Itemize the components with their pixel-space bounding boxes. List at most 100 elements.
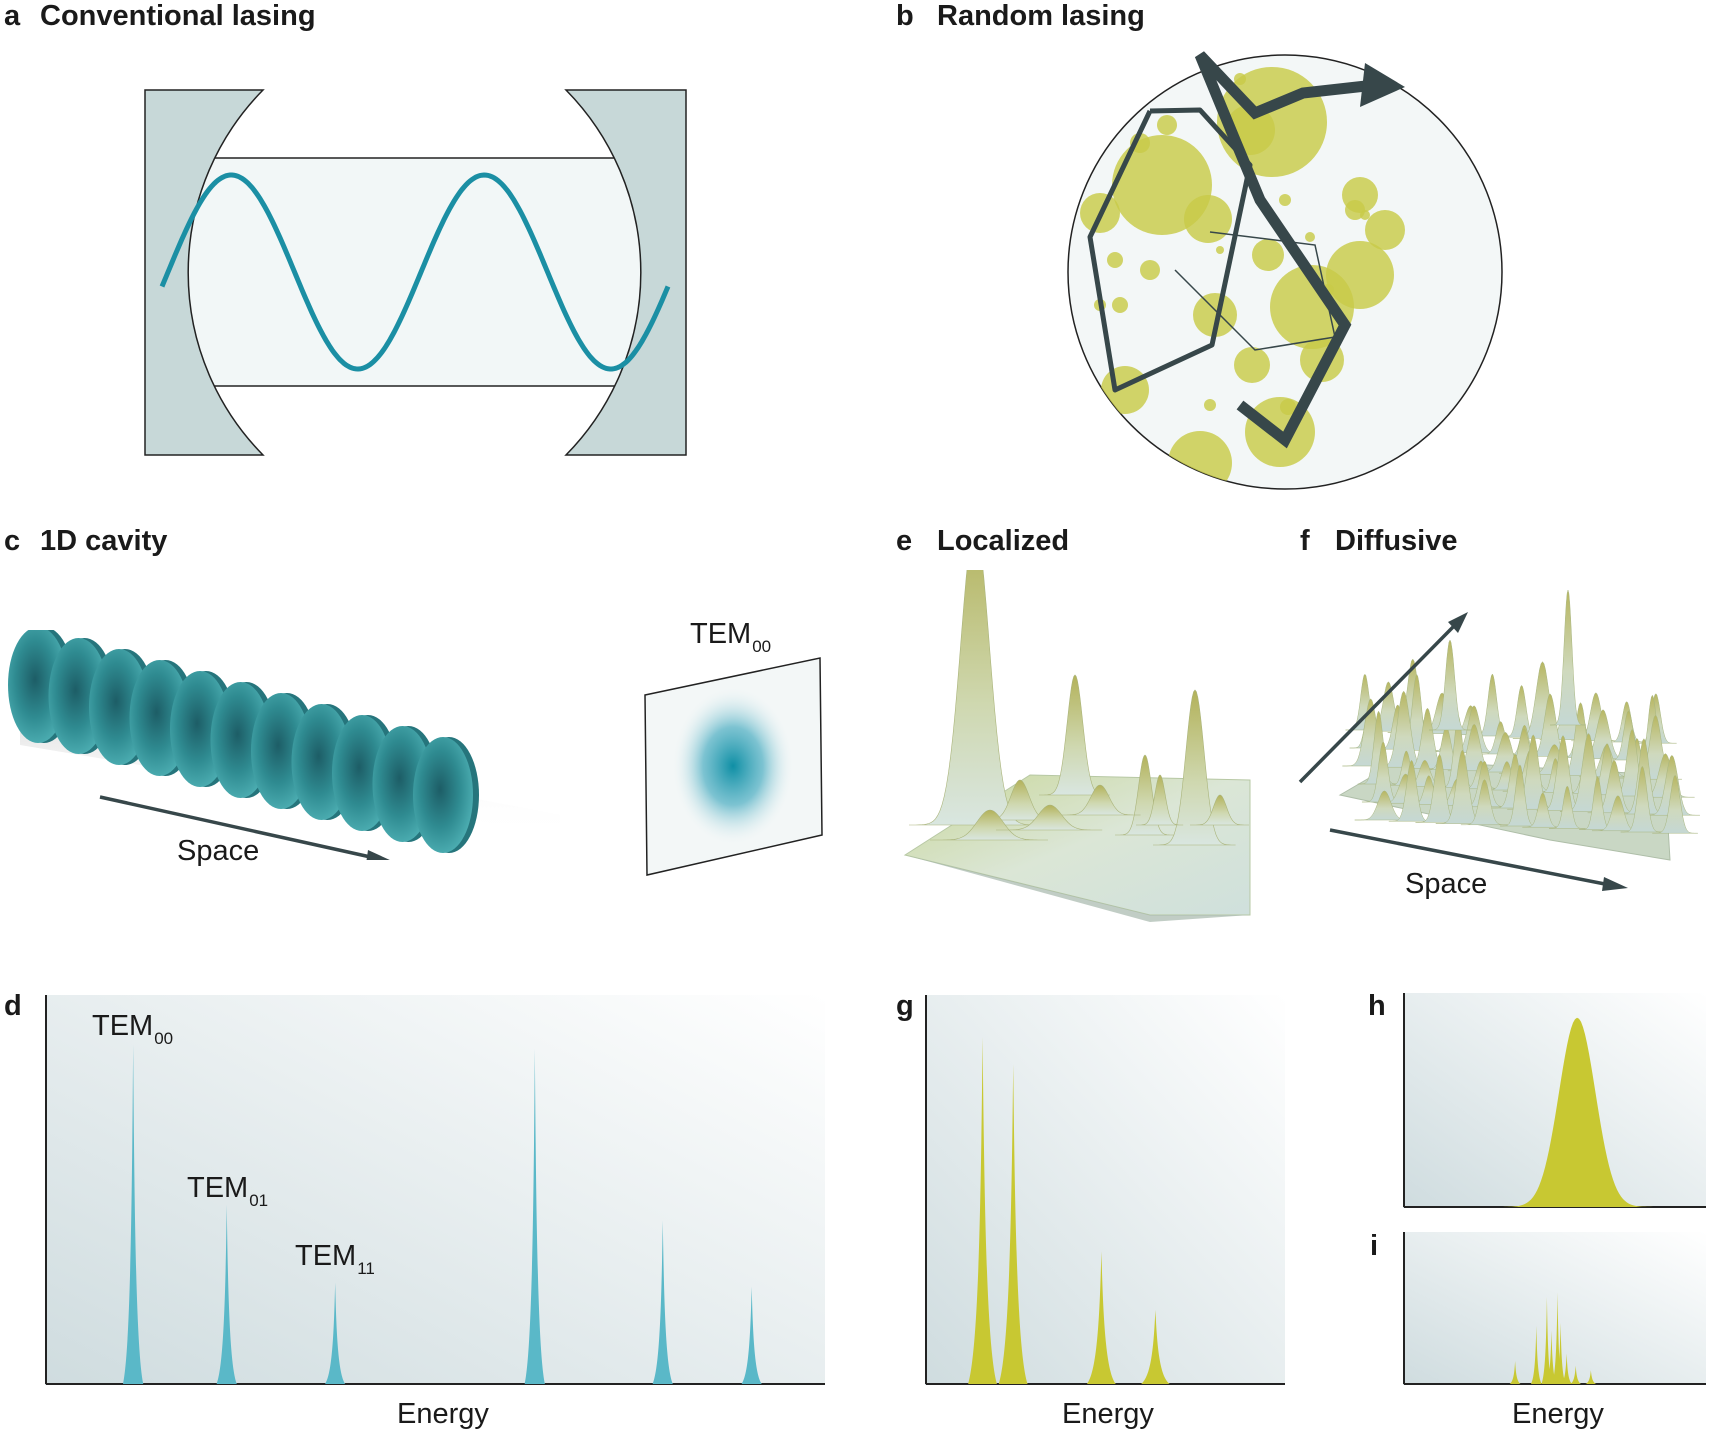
scatterer-particle bbox=[1112, 297, 1128, 313]
panel-f-diffusive-surface bbox=[1298, 589, 1700, 891]
spectrum-peak bbox=[325, 1282, 346, 1384]
panel-b-random-medium bbox=[1067, 51, 1503, 490]
panel-a-letter: a bbox=[4, 0, 21, 32]
scatterer-particle bbox=[1365, 210, 1405, 250]
spectrum-peak bbox=[1509, 1361, 1521, 1384]
diffusive-peak bbox=[1357, 710, 1400, 785]
scatterer-particle bbox=[1216, 246, 1224, 254]
diffusive-peak bbox=[1549, 785, 1586, 829]
spectrum-peak bbox=[524, 1048, 545, 1384]
scatterer-particle bbox=[1252, 239, 1284, 271]
scatterer-particle bbox=[1168, 431, 1232, 489]
localized-peak bbox=[930, 809, 1048, 841]
mode-discs bbox=[8, 630, 479, 853]
localized-peak bbox=[1153, 689, 1236, 846]
spectrum-background bbox=[1403, 1232, 1706, 1385]
scatterer-particle bbox=[1107, 252, 1123, 268]
diffusive-peak bbox=[1550, 589, 1586, 726]
scatterer-particle bbox=[1305, 232, 1315, 242]
diffusive-peak bbox=[1652, 774, 1698, 834]
scatterer-particle bbox=[1360, 210, 1370, 220]
gaussian-spot bbox=[673, 688, 793, 844]
space-arrow-line bbox=[1329, 828, 1611, 887]
scatterer-particle bbox=[1193, 293, 1237, 337]
mode-label-tem01: TEM01 bbox=[187, 1172, 269, 1210]
mode-label-tem11: TEM11 bbox=[295, 1240, 375, 1278]
panel-i-letter: i bbox=[1370, 1230, 1379, 1262]
localized-peak bbox=[1115, 754, 1174, 836]
scatterer-particle bbox=[1234, 73, 1246, 85]
exit-arrow-head bbox=[1360, 63, 1405, 107]
left-mirror bbox=[144, 89, 265, 456]
diffusive-peaks bbox=[1342, 589, 1700, 834]
panel-d-xlabel: Energy bbox=[397, 1398, 489, 1430]
spectrum-peak bbox=[1570, 1365, 1582, 1384]
panel-c-space-label: Space bbox=[177, 835, 260, 867]
diffusive-peak bbox=[1620, 765, 1664, 833]
panel-c-mode-label: TEM00 bbox=[690, 618, 772, 656]
panel-i-xlabel: Energy bbox=[1512, 1398, 1604, 1430]
space-arrow-head bbox=[1602, 877, 1628, 891]
spectrum-peak bbox=[1541, 1296, 1553, 1384]
panel-e-letter: e bbox=[896, 525, 913, 557]
depth-arrow-head bbox=[1448, 612, 1468, 633]
spectrum-g bbox=[925, 995, 1285, 1385]
bold-path-visible bbox=[1194, 51, 1376, 449]
spectrum-d bbox=[45, 995, 825, 1385]
spectrum-peak bbox=[1561, 1353, 1573, 1384]
spectrum-peak bbox=[1555, 1322, 1567, 1384]
panel-h-letter: h bbox=[1368, 990, 1386, 1022]
disc-face bbox=[413, 737, 473, 853]
space-arrow-head bbox=[366, 850, 390, 860]
panel-g-letter: g bbox=[896, 990, 914, 1022]
scatterer-particle bbox=[1234, 347, 1270, 383]
scatterer-particle bbox=[1106, 59, 1150, 103]
scatterer-particle bbox=[1157, 115, 1177, 135]
panel-c-title: 1D cavity bbox=[40, 525, 168, 557]
panel-c-letter: c bbox=[4, 525, 21, 557]
spectrum-peak bbox=[998, 1064, 1028, 1384]
localized-peak bbox=[996, 804, 1103, 831]
spectrum-peak bbox=[741, 1286, 762, 1384]
spectrum-peak bbox=[123, 1044, 144, 1384]
panel-d-letter: d bbox=[4, 990, 22, 1022]
spectrum-peak bbox=[1403, 1017, 1706, 1207]
localized-peak bbox=[909, 570, 1039, 826]
spectrum-peak bbox=[1546, 1330, 1557, 1384]
panel-b-title: Random lasing bbox=[937, 0, 1145, 32]
diffusive-peak bbox=[1429, 639, 1471, 731]
spectrum-peak bbox=[216, 1204, 237, 1384]
panel-f-title: Diffusive bbox=[1335, 525, 1458, 557]
mode-label-tem00: TEM00 bbox=[92, 1010, 174, 1048]
localized-peak bbox=[1190, 794, 1249, 826]
panel-c-mode-profile bbox=[644, 657, 823, 876]
spectrum-i bbox=[1403, 1232, 1706, 1385]
spectrum-peak bbox=[1087, 1251, 1116, 1384]
panel-a-cavity bbox=[144, 89, 687, 456]
panel-e-localized-surface bbox=[903, 570, 1251, 922]
panel-e-title: Localized bbox=[937, 525, 1070, 557]
panel-b-letter: b bbox=[896, 0, 914, 32]
panel-c-cavity-discs bbox=[8, 630, 560, 860]
scatterer-particle bbox=[1101, 366, 1149, 414]
panel-f-letter: f bbox=[1300, 525, 1310, 557]
depth-arrow-line bbox=[1298, 623, 1457, 784]
scatterer-particle bbox=[1184, 195, 1232, 243]
spectrum-peak bbox=[1552, 1292, 1563, 1384]
scatterer-particle bbox=[1279, 194, 1291, 206]
localized-peaks bbox=[909, 570, 1249, 846]
standing-wave bbox=[159, 172, 671, 372]
medium-scattering-path bbox=[1087, 107, 1253, 393]
spectrum-peak bbox=[968, 1036, 997, 1384]
localized-peak bbox=[1058, 784, 1141, 816]
spectrum-h bbox=[1403, 993, 1706, 1208]
spectrum-peak bbox=[1530, 1325, 1542, 1384]
spectrum-peak bbox=[652, 1220, 673, 1384]
panel-a-title: Conventional lasing bbox=[40, 0, 316, 32]
scatterer-particle bbox=[1204, 399, 1216, 411]
localized-peak bbox=[1136, 774, 1184, 826]
scatterer-particle bbox=[1140, 260, 1160, 280]
panel-g-xlabel: Energy bbox=[1062, 1398, 1154, 1430]
spectrum-peak bbox=[1141, 1309, 1170, 1384]
space-arrow-line bbox=[99, 795, 376, 860]
